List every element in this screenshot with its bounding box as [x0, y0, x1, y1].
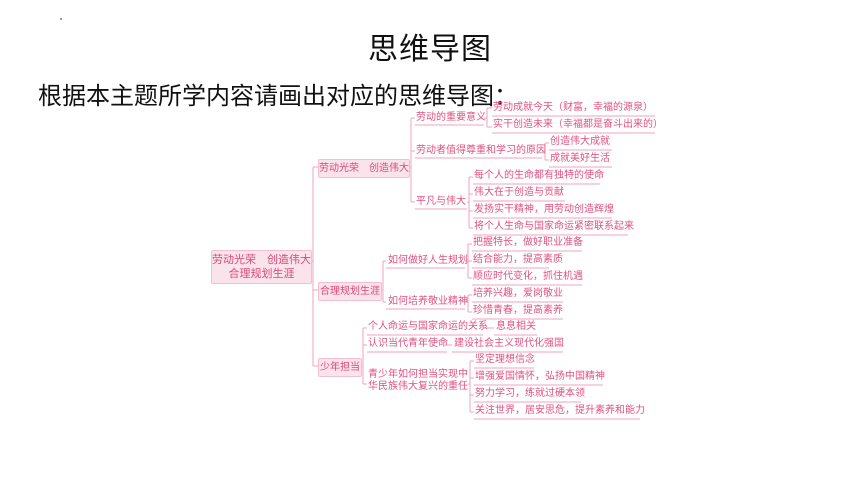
sub-node-line-1: 青少年如何担当实现中 [368, 369, 468, 380]
leaf-node: 珍惜青春，提高素养 [473, 305, 563, 316]
sub-node: 平凡与伟大 [416, 196, 466, 207]
leaf-node: 成就美好生活 [550, 153, 610, 164]
leaf-node: 劳动成就今天（财富，幸福的源泉） [493, 102, 653, 113]
leaf-node: 坚定理想信念 [475, 354, 535, 365]
leaf-node: 发扬实干精神，用劳动创造辉煌 [474, 204, 614, 215]
sub-node: 劳动的重要意义 [416, 112, 486, 123]
sub-node: 如何做好人生规划 [388, 255, 468, 266]
leaf-node: 结合能力，提高素质 [473, 254, 563, 265]
leaf-node: 创造伟大成就 [550, 136, 610, 147]
leaf-node: 建设社会主义现代化强国 [454, 338, 564, 349]
leaf-node: 实干创造未来（幸福都是奋斗出来的） [493, 119, 663, 130]
root-line-2: 合理规划生涯 [228, 267, 295, 280]
branch-node-youth: 少年担当 [318, 358, 362, 377]
leaf-node: 顺应时代变化，抓住机遇 [473, 271, 583, 282]
leaf-node: 培养兴趣，爱岗敬业 [473, 288, 563, 299]
slide-title: 思维导图 [368, 32, 492, 67]
leaf-node: 把握特长，做好职业准备 [473, 237, 583, 248]
branch-node-labor: 劳动光荣 创造伟大 [318, 159, 410, 178]
leaf-node: 息息相关 [496, 321, 536, 332]
leaf-node: 将个人生命与国家命运紧密联系起来 [474, 221, 634, 232]
leaf-node: 增强爱国情怀，弘扬中国精神 [475, 371, 605, 382]
leaf-node: 关注世界，居安思危，提升素养和能力 [475, 405, 645, 416]
sub-node: 个人命运与国家命运的关系 [368, 321, 488, 332]
leaf-node: 伟大在于创造与贡献 [474, 187, 564, 198]
sub-node: 认识当代青年使命 [368, 338, 448, 349]
sub-node: 劳动者值得尊重和学习的原因 [416, 145, 546, 156]
leaf-node: 每个人的生命都有独特的使命 [474, 170, 604, 181]
slide-subtitle: 根据本主题所学内容请画出对应的思维导图： [38, 82, 518, 110]
sub-node-line-2: 华民族伟大复兴的重任 [368, 381, 468, 392]
sub-node: 如何培养敬业精神 [388, 296, 468, 307]
root-line-1: 劳动光荣 创造伟大 [212, 253, 311, 266]
branch-node-career: 合理规划生涯 [318, 282, 382, 301]
leaf-node: 努力学习，练就过硬本领 [475, 388, 585, 399]
decorative-dot [60, 18, 62, 20]
root-node: 劳动光荣 创造伟大 合理规划生涯 [211, 250, 312, 284]
